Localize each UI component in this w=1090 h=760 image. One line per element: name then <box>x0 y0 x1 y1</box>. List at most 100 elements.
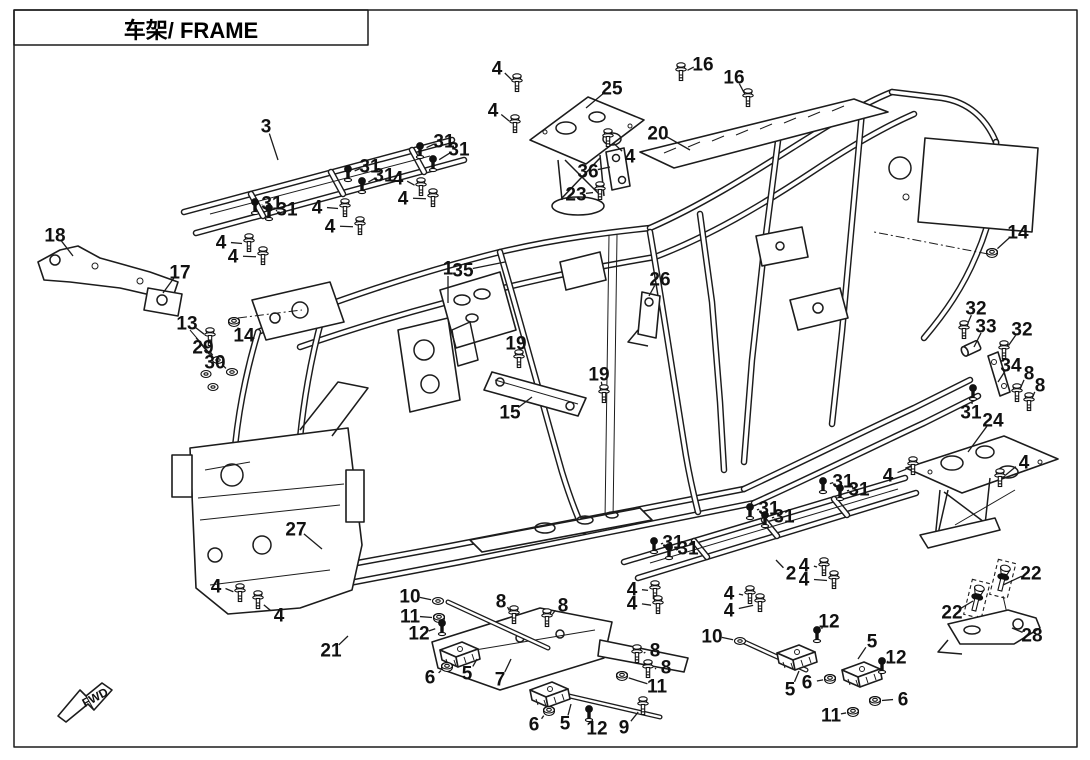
swingarm-bracket-7 <box>431 607 689 691</box>
callout-3: 3 <box>261 117 272 138</box>
bolt-glyph <box>415 177 427 197</box>
washer-glyph <box>431 597 445 605</box>
callout-8: 8 <box>558 596 569 617</box>
bolt-glyph <box>541 608 553 628</box>
pin-glyph <box>664 543 674 561</box>
leader-line <box>1005 466 1017 476</box>
leader-line <box>771 516 775 519</box>
leader-line <box>997 236 1011 250</box>
leader-line <box>641 603 652 606</box>
pin-glyph <box>968 384 978 402</box>
leader-line <box>960 600 974 609</box>
callout-31: 31 <box>448 140 470 161</box>
leader-line <box>643 651 646 654</box>
nut-glyph <box>823 673 837 685</box>
callout-6: 6 <box>529 715 540 736</box>
callout-4: 4 <box>799 570 810 591</box>
bolt-glyph <box>754 593 766 613</box>
callout-6: 6 <box>802 673 813 694</box>
leader-line <box>721 636 734 641</box>
bolt-glyph <box>234 583 246 603</box>
leader-line <box>500 114 510 122</box>
callout-12: 12 <box>408 624 429 645</box>
leader-line <box>597 166 611 171</box>
leader-line <box>268 133 279 161</box>
callout-27: 27 <box>285 520 306 541</box>
callout-4: 4 <box>799 556 810 577</box>
callout-35: 35 <box>452 261 474 282</box>
leader-line <box>242 255 257 258</box>
bolt-glyph <box>427 188 439 208</box>
leader-line <box>881 698 894 702</box>
callout-5: 5 <box>867 632 878 653</box>
callout-15: 15 <box>499 403 521 424</box>
leader-line <box>585 92 605 109</box>
callout-26: 26 <box>649 270 670 291</box>
pin-glyph <box>437 619 447 637</box>
callout-1: 1 <box>443 259 454 280</box>
leader-line <box>641 589 649 592</box>
callout-4: 4 <box>216 233 227 254</box>
bolt-glyph <box>354 216 366 236</box>
callout-16: 16 <box>692 55 713 76</box>
leader-line <box>230 241 243 245</box>
leader-line <box>567 703 572 716</box>
leader-line <box>275 209 278 212</box>
callout-21: 21 <box>320 641 342 662</box>
front-frame-plates <box>251 271 517 413</box>
pin-glyph <box>649 537 659 555</box>
leader-line <box>1011 627 1023 633</box>
callout-4: 4 <box>274 606 285 627</box>
pin-glyph <box>343 165 353 183</box>
rear-right-panel <box>559 137 1039 331</box>
callout-4: 4 <box>228 247 239 268</box>
leader-line <box>648 285 656 297</box>
callout-4: 4 <box>211 577 222 598</box>
bolt-glyph <box>598 384 610 404</box>
pin-glyph <box>745 503 755 521</box>
axis-line-left <box>237 309 303 319</box>
leader-line <box>303 533 323 550</box>
leader-line <box>585 191 594 194</box>
callout-16: 16 <box>723 68 744 89</box>
bolt-glyph <box>994 468 1006 488</box>
leader-line <box>628 677 648 685</box>
axis-line-right <box>873 231 989 255</box>
callout-18: 18 <box>44 226 65 247</box>
leader-line <box>426 143 435 149</box>
bolt-glyph <box>257 246 269 266</box>
callout-4: 4 <box>325 217 336 238</box>
bracket-28-bolts-22 <box>937 558 1041 655</box>
bolt-glyph <box>511 73 523 93</box>
page-title: 车架/ FRAME <box>124 18 258 43</box>
callout-31: 31 <box>960 403 982 424</box>
hardware-cluster-13 <box>189 329 221 392</box>
leader-line <box>897 468 907 474</box>
leader-line <box>162 277 175 294</box>
bolt-glyph <box>1011 383 1023 403</box>
bracket-18-17 <box>37 245 183 317</box>
leader-line <box>263 604 272 612</box>
leader-line <box>541 715 545 720</box>
callout-12: 12 <box>818 612 839 633</box>
bracket-15 <box>483 371 587 417</box>
bolt-glyph <box>637 696 649 716</box>
callout-4: 4 <box>488 101 499 122</box>
callout-22: 22 <box>941 603 962 624</box>
nut-glyph <box>440 661 454 673</box>
bottom-slotted-plate <box>469 507 653 553</box>
callout-31: 31 <box>276 200 298 221</box>
callout-4: 4 <box>625 147 636 168</box>
bolt-glyph <box>508 605 520 625</box>
bolt-glyph <box>1023 392 1035 412</box>
nut-glyph <box>542 705 556 717</box>
bolt-glyph <box>675 62 687 82</box>
leader-line <box>973 332 982 348</box>
leader-line <box>886 660 889 663</box>
leader-line <box>738 604 754 610</box>
callout-4: 4 <box>1019 453 1030 474</box>
leader-line <box>997 371 1006 383</box>
callout-22: 22 <box>1020 564 1041 585</box>
plate-20 <box>639 98 889 169</box>
pin-glyph <box>264 204 274 222</box>
